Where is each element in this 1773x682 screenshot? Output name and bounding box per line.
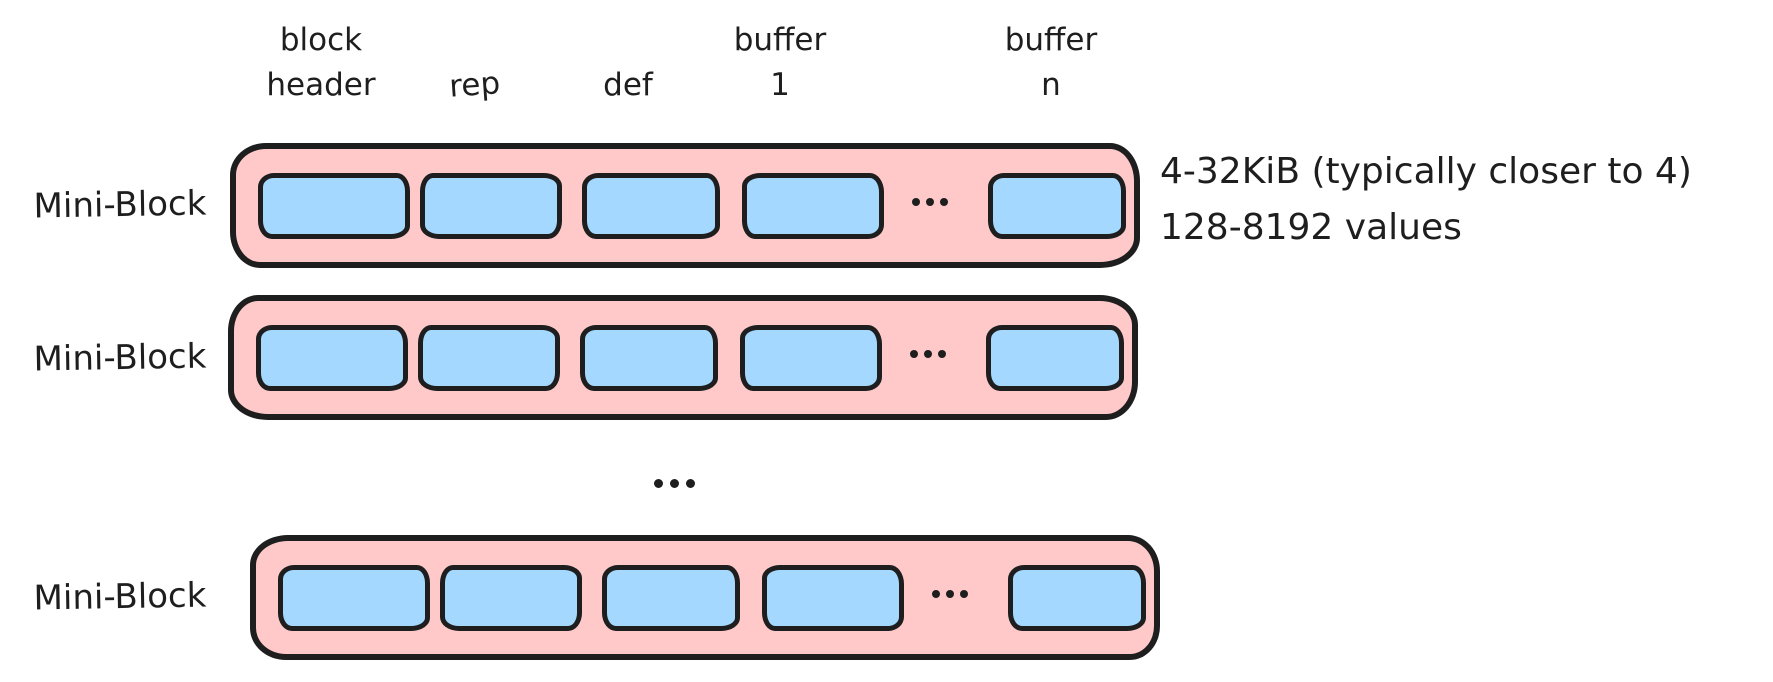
column-label-line: header bbox=[266, 67, 376, 103]
column-label-line: buffer bbox=[1004, 22, 1098, 58]
block-header-cell bbox=[256, 325, 408, 391]
ellipsis-icon bbox=[932, 590, 968, 598]
def-cell bbox=[580, 325, 718, 391]
buffer-n-cell bbox=[988, 173, 1126, 239]
ellipsis-icon bbox=[912, 198, 948, 206]
row-label-mini-block-3: Mini-Block bbox=[33, 575, 207, 619]
def-cell bbox=[582, 173, 720, 239]
mini-block-row-2 bbox=[228, 295, 1138, 420]
column-label-def: def bbox=[523, 14, 733, 108]
column-label-line: rep bbox=[448, 65, 502, 105]
rows-gap-ellipsis-icon bbox=[654, 479, 695, 488]
annotation-values-line: 128-8192 values bbox=[1160, 207, 1462, 248]
row-label-mini-block-2: Mini-Block bbox=[33, 336, 207, 380]
mini-block-row-1 bbox=[230, 143, 1140, 268]
annotation: 4-32KiB (typically closer to 4) 128-8192… bbox=[1160, 144, 1692, 256]
row-label-mini-block-1: Mini-Block bbox=[33, 183, 207, 227]
mini-block-row-3 bbox=[250, 535, 1160, 660]
column-label-line: buffer bbox=[733, 22, 827, 58]
rep-cell bbox=[440, 565, 582, 631]
def-cell bbox=[602, 565, 740, 631]
column-label-line: n bbox=[1041, 67, 1061, 103]
buffer-1-cell bbox=[740, 325, 882, 391]
rep-cell bbox=[418, 325, 560, 391]
ellipsis-icon bbox=[910, 350, 946, 358]
column-label-line: def bbox=[603, 67, 653, 103]
column-label-buffer-1: buffer 1 bbox=[675, 14, 885, 108]
buffer-n-cell bbox=[1008, 565, 1146, 631]
column-label-block-header: block header bbox=[216, 14, 426, 108]
buffer-n-cell bbox=[986, 325, 1124, 391]
annotation-size-line: 4-32KiB (typically closer to 4) bbox=[1160, 151, 1692, 192]
buffer-1-cell bbox=[742, 173, 884, 239]
column-label-buffer-n: buffer n bbox=[946, 14, 1156, 108]
block-header-cell bbox=[258, 173, 410, 239]
block-header-cell bbox=[278, 565, 430, 631]
column-label-line: 1 bbox=[770, 67, 790, 103]
rep-cell bbox=[420, 173, 562, 239]
column-label-line: block bbox=[279, 22, 363, 58]
buffer-1-cell bbox=[762, 565, 904, 631]
